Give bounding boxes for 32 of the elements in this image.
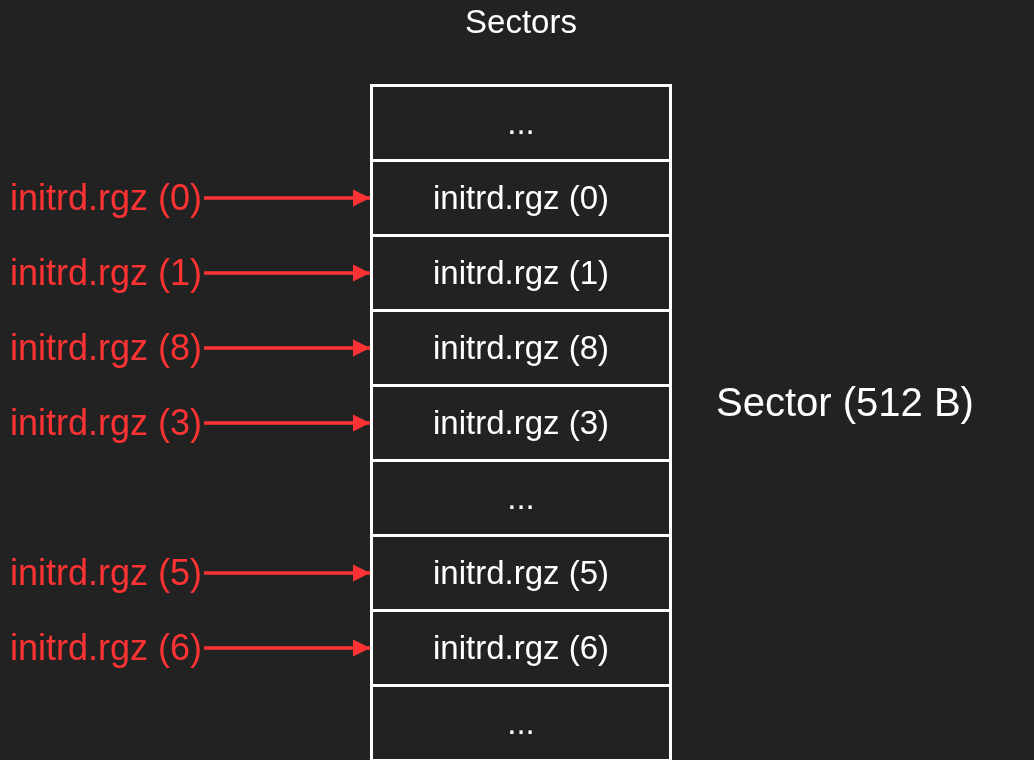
sector-text: ... [507,703,535,743]
file-chunk-label: initrd.rgz (6) [10,627,203,669]
sector-cell [370,309,672,387]
sector-text: initrd.rgz (5) [432,553,609,593]
sector-text: initrd.rgz (1) [432,253,609,293]
arrow [204,264,370,282]
file-chunk-label: initrd.rgz (5) [10,552,203,594]
arrow [204,564,370,582]
sector-text: ... [507,103,535,143]
arrow [204,339,370,357]
sector-text: initrd.rgz (3) [432,403,609,443]
sector-cell [370,459,672,537]
sector-size-label: Sector (512 B) [716,379,974,426]
sector-cell [370,684,672,760]
sector-cell [370,534,672,612]
arrow [204,189,370,207]
file-chunk-label: initrd.rgz (8) [10,327,203,369]
sector-cell [370,234,672,312]
sector-cell [370,609,672,687]
arrow [204,414,370,432]
diagram-title: Sectors [464,2,578,42]
sector-text: initrd.rgz (6) [432,628,609,668]
sector-cell [370,384,672,462]
sector-text: initrd.rgz (0) [432,178,609,218]
sector-cell [370,84,672,162]
arrow [204,639,370,657]
sector-text: ... [507,478,535,518]
sector-text: initrd.rgz (8) [432,328,609,368]
sector-cell [370,159,672,237]
file-chunk-label: initrd.rgz (0) [10,177,203,219]
file-chunk-label: initrd.rgz (3) [10,402,203,444]
file-chunk-label: initrd.rgz (1) [10,252,203,294]
